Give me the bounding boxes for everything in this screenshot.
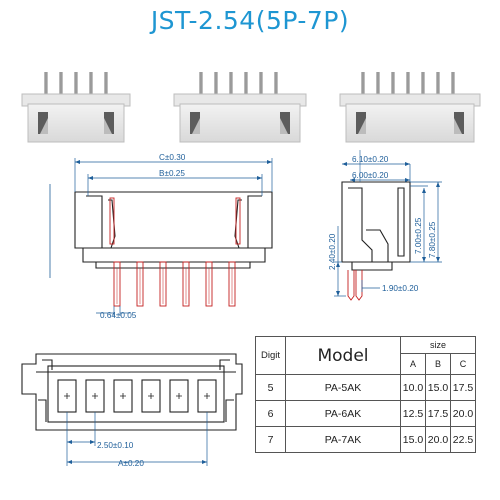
row-b: 17.5 bbox=[425, 400, 451, 427]
spec-table: Digit Model size A B C 5 PA-5AK 10.0 15.… bbox=[255, 336, 476, 453]
model-header: Model bbox=[285, 336, 401, 375]
dim-pin-width-label: 0.64±0.05 bbox=[100, 311, 137, 320]
row-digit: 6 bbox=[255, 400, 286, 427]
size-col-b: B bbox=[425, 352, 451, 376]
side-view-drawing bbox=[341, 150, 411, 271]
dim-700-label: 7.00±0.25 bbox=[414, 217, 423, 254]
row-model: PA-6AK bbox=[285, 400, 401, 427]
table-row: 5 PA-5AK 10.0 15.0 17.5 bbox=[255, 374, 476, 401]
row-a: 10.0 bbox=[400, 374, 426, 401]
row-digit: 5 bbox=[255, 374, 286, 401]
row-digit: 7 bbox=[255, 426, 286, 453]
row-model: PA-5AK bbox=[285, 374, 401, 401]
dim-c-label: C±0.30 bbox=[159, 153, 186, 162]
row-model: PA-7AK bbox=[285, 426, 401, 453]
dim-600-label: 6.00±0.20 bbox=[352, 171, 389, 180]
row-b: 20.0 bbox=[425, 426, 451, 453]
row-a: 12.5 bbox=[400, 400, 426, 427]
page-title: JST-2.54(5P-7P) bbox=[150, 6, 350, 35]
digit-header: Digit bbox=[255, 336, 286, 375]
dim-780-label: 7.80±0.25 bbox=[428, 221, 437, 258]
row-a: 15.0 bbox=[400, 426, 426, 453]
connector-photo-5p bbox=[21, 72, 131, 143]
dim-610-label: 6.10±0.20 bbox=[352, 155, 389, 164]
dim-pitch-label: 2.50±0.10 bbox=[97, 441, 134, 450]
bottom-view-drawing bbox=[21, 353, 243, 431]
dim-190-label: 1.90±0.20 bbox=[382, 284, 419, 293]
connector-photo-6p bbox=[173, 72, 307, 143]
dim-240-label: 2.40±0.20 bbox=[328, 233, 337, 270]
table-row: 6 PA-6AK 12.5 17.5 20.0 bbox=[255, 400, 476, 427]
front-view-dimension-lines bbox=[74, 158, 273, 316]
connector-photo-7p bbox=[339, 72, 481, 143]
row-c: 20.0 bbox=[450, 400, 476, 427]
row-b: 15.0 bbox=[425, 374, 451, 401]
side-view-dimension-lines bbox=[334, 162, 442, 297]
bottom-view-dimension-lines bbox=[66, 412, 208, 466]
side-view-pins bbox=[347, 270, 363, 301]
bottom-view-pin-marks bbox=[64, 393, 210, 399]
size-col-a: A bbox=[400, 352, 426, 376]
dim-b-label: B±0.25 bbox=[159, 169, 185, 178]
table-row: 7 PA-7AK 15.0 20.0 22.5 bbox=[255, 426, 476, 453]
row-c: 22.5 bbox=[450, 426, 476, 453]
front-view-drawing bbox=[49, 184, 273, 278]
row-c: 17.5 bbox=[450, 374, 476, 401]
size-header: size bbox=[400, 336, 476, 354]
front-view-pins bbox=[109, 197, 241, 307]
size-col-c: C bbox=[450, 352, 476, 376]
dim-a-label: A±0.20 bbox=[118, 459, 144, 468]
